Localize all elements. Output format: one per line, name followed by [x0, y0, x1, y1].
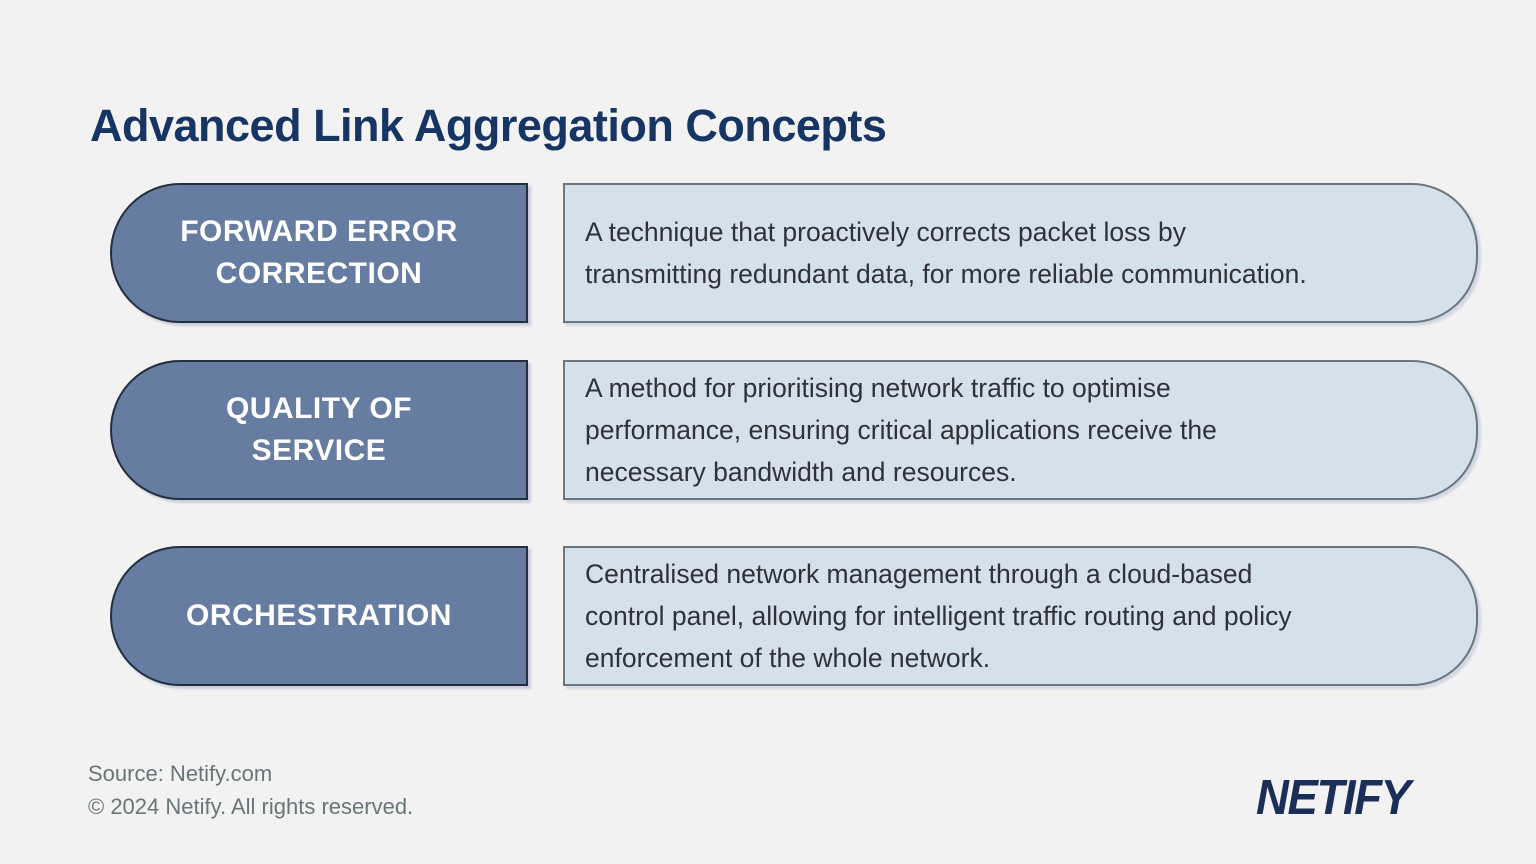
definition-box-orchestration: Centralised network management through a…: [563, 546, 1478, 686]
copyright-text: © 2024 Netify. All rights reserved.: [88, 793, 414, 819]
page-title: Advanced Link Aggregation Concepts: [90, 100, 887, 152]
definition-text: A method for prioritising network traffi…: [585, 373, 1217, 487]
term-box-orchestration: ORCHESTRATION: [110, 546, 528, 686]
term-box-quality-of-service: QUALITY OF SERVICE: [110, 360, 528, 500]
term-label: FORWARD ERROR CORRECTION: [180, 215, 458, 290]
term-label: QUALITY OF SERVICE: [225, 392, 413, 467]
netify-logo: NETIFY: [1256, 771, 1411, 825]
term-box-forward-error-correction: FORWARD ERROR CORRECTION: [110, 183, 528, 323]
term-label: ORCHESTRATION: [186, 599, 452, 632]
footer-attribution: Source: Netify.com © 2024 Netify. All ri…: [88, 758, 413, 823]
source-text: Source: Netify.com: [88, 761, 273, 786]
definition-box-quality-of-service: A method for prioritising network traffi…: [563, 360, 1478, 500]
definition-text: A technique that proactively corrects pa…: [585, 217, 1307, 289]
definition-box-forward-error-correction: A technique that proactively corrects pa…: [563, 183, 1478, 323]
definition-text: Centralised network management through a…: [585, 559, 1292, 673]
